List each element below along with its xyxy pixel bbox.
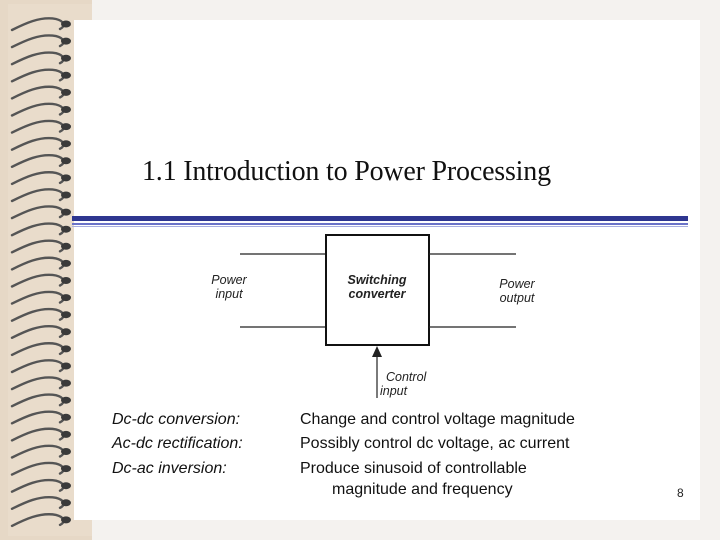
spiral-coil	[10, 478, 71, 493]
title-rule	[72, 216, 688, 221]
spiral-coil	[10, 222, 71, 237]
control-arrowhead	[372, 346, 382, 357]
title-rule-faint	[72, 226, 688, 227]
spiral-coil	[10, 239, 71, 254]
spiral-coil	[10, 34, 71, 49]
conversion-type: Dc-ac inversion:	[112, 460, 227, 477]
spiral-coil	[10, 410, 71, 425]
title-rule-thin	[72, 223, 688, 225]
conversion-type: Ac-dc rectification:	[112, 435, 243, 452]
conversion-description-continued: magnitude and frequency	[332, 481, 513, 498]
spiral-coil	[10, 324, 71, 339]
spiral-coil	[10, 205, 71, 220]
spiral-coil	[10, 171, 71, 186]
spiral-binding	[10, 17, 71, 528]
spiral-coil	[10, 136, 71, 151]
spiral-coil	[10, 427, 71, 442]
spiral-coil	[10, 290, 71, 305]
spiral-coil	[10, 513, 71, 528]
spiral-coil	[10, 256, 71, 271]
spiral-coil	[10, 153, 71, 168]
spiral-coil	[10, 461, 71, 476]
spiral-coil	[10, 495, 71, 510]
page-number: 8	[677, 486, 684, 500]
spiral-coil	[10, 376, 71, 391]
spiral-coil	[10, 444, 71, 459]
spiral-coil	[10, 119, 71, 134]
spiral-coil	[10, 102, 71, 117]
spiral-coil	[10, 307, 71, 322]
conversion-description: Possibly control dc voltage, ac current	[300, 435, 570, 452]
spiral-coil	[10, 393, 71, 408]
slide-title: 1.1 Introduction to Power Processing	[142, 156, 551, 187]
conversion-description: Produce sinusoid of controllable	[300, 460, 527, 477]
spiral-coil	[10, 188, 71, 203]
spiral-coil	[10, 85, 71, 100]
conversion-type: Dc-dc conversion:	[112, 411, 241, 428]
converter-box	[325, 234, 430, 346]
spiral-coil	[10, 68, 71, 83]
spiral-coil	[10, 51, 71, 66]
spiral-coil	[10, 273, 71, 288]
spiral-coil	[10, 359, 71, 374]
conversion-description: Change and control voltage magnitude	[300, 411, 575, 428]
spiral-coil	[10, 17, 71, 32]
spiral-coil	[10, 342, 71, 357]
